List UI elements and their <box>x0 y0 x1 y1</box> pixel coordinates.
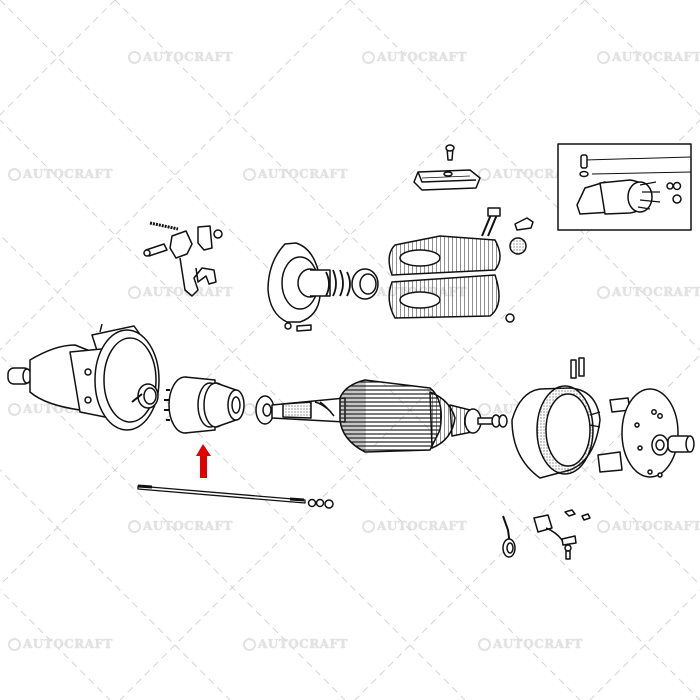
intermediate-bracket <box>267 242 379 332</box>
drive-pinion <box>164 376 245 434</box>
field-coils <box>388 207 534 323</box>
through-bolt <box>137 484 334 509</box>
pole-shoe <box>413 144 481 191</box>
brush-spring <box>502 515 516 558</box>
armature <box>271 379 508 453</box>
commutator-end-plate <box>597 388 695 478</box>
drive-end-housing <box>7 323 160 431</box>
engagement-lever <box>143 221 223 297</box>
solenoid-inset <box>557 143 692 231</box>
yoke <box>511 357 601 479</box>
highlight-arrow-icon <box>196 444 211 478</box>
brush <box>533 509 591 560</box>
